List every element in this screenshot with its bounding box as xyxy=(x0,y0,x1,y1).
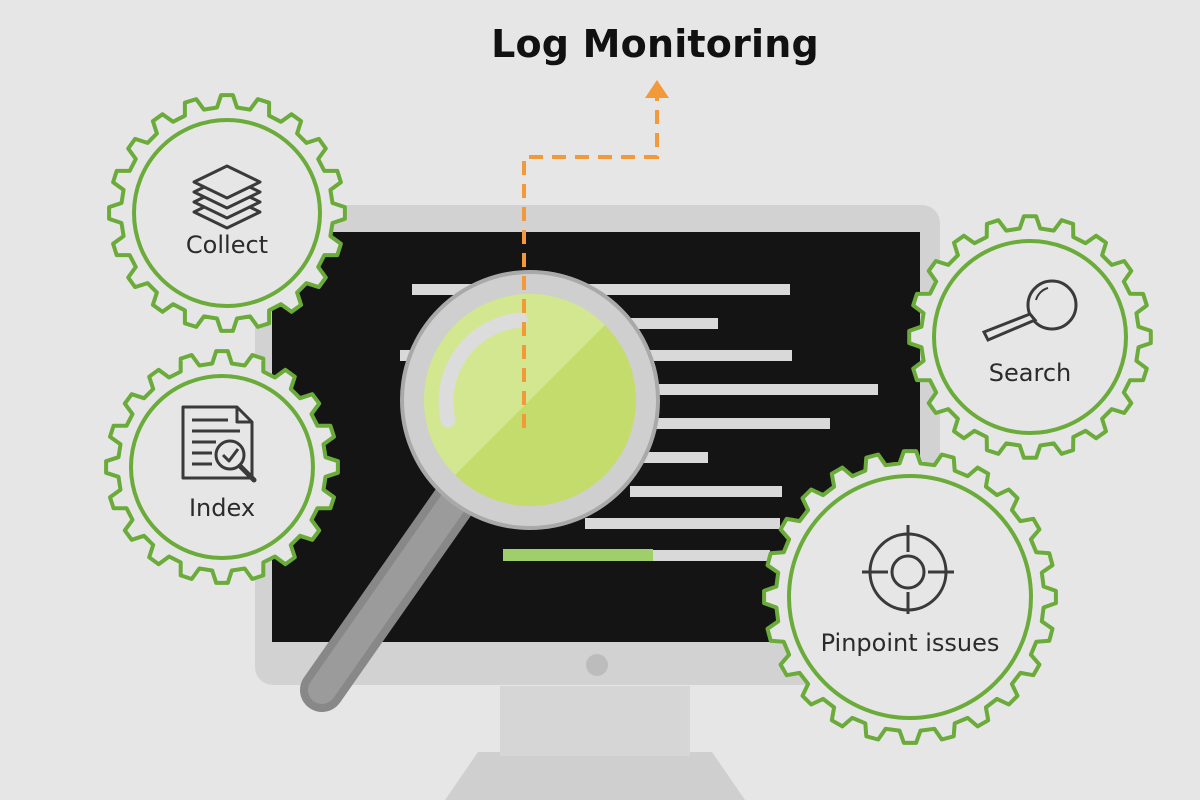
log-line xyxy=(640,452,708,463)
layers-icon xyxy=(192,164,262,230)
gear-group xyxy=(104,93,1153,745)
log-line xyxy=(630,486,782,497)
step-label-search: Search xyxy=(988,359,1072,387)
log-line xyxy=(650,384,878,395)
gear-search xyxy=(907,214,1153,460)
step-label-index: Index xyxy=(188,494,256,522)
target-crosshair-icon xyxy=(862,525,954,614)
log-line xyxy=(585,518,780,529)
page-title: Log Monitoring xyxy=(491,22,819,66)
arrowhead-icon xyxy=(645,80,669,98)
log-line xyxy=(600,318,718,329)
gear-outline xyxy=(762,449,1058,745)
document-check-icon xyxy=(181,405,257,483)
magnifier-icon xyxy=(981,279,1078,342)
gear-inner-ring xyxy=(132,118,322,308)
monitor-stand-neck xyxy=(500,686,690,756)
gear-inner-ring xyxy=(129,374,315,560)
step-label-pinpoint-issues: Pinpoint issues xyxy=(820,629,1000,657)
log-line xyxy=(640,418,830,429)
monitor-stand-base xyxy=(445,752,745,800)
magnifying-glass-icon xyxy=(300,270,660,712)
step-label-collect: Collect xyxy=(185,231,269,259)
gear-pinpoint xyxy=(762,449,1058,745)
log-line xyxy=(412,284,790,295)
upward-arrow xyxy=(522,80,669,428)
log-line-highlight xyxy=(503,549,653,561)
gear-inner-ring xyxy=(787,474,1033,720)
gear-outline xyxy=(907,214,1153,460)
monitor-power-button xyxy=(586,654,608,676)
log-line xyxy=(640,550,770,561)
gear-inner-ring xyxy=(932,239,1128,435)
